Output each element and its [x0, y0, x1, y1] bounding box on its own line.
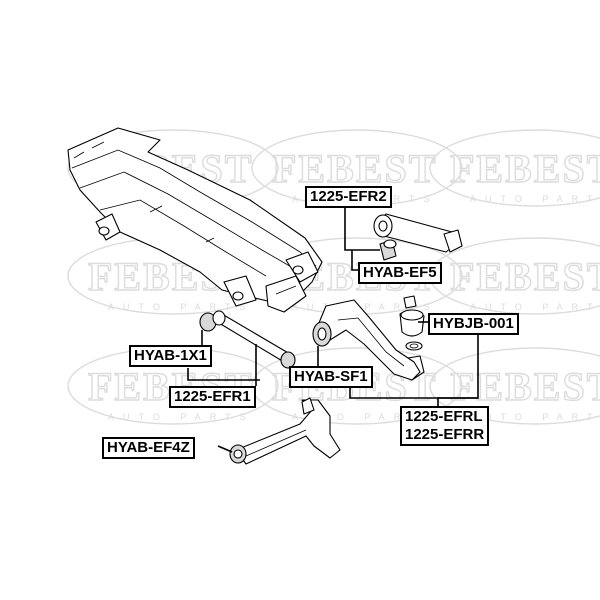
leader-lines [187, 206, 479, 453]
watermark-sub: AUTO PARTS [470, 302, 600, 312]
label-1225-efrl-efrr[interactable]: 1225-EFRL 1225-EFRR [400, 406, 490, 446]
label-hyab-1x1[interactable]: HYAB-1X1 [129, 345, 212, 367]
watermark-sub: AUTO PARTS [108, 412, 255, 422]
watermark: FEBEST AUTO PARTS [429, 129, 600, 207]
watermark-word: FEBEST [450, 146, 600, 191]
watermark-sub: AUTO PARTS [292, 412, 439, 422]
label-hyab-ef5[interactable]: HYAB-EF5 [358, 262, 442, 284]
label-1225-efr1[interactable]: 1225-EFR1 [169, 386, 256, 408]
label-hyab-ef4z[interactable]: HYAB-EF4Z [102, 437, 195, 459]
label-hybjb-001[interactable]: HYBJB-001 [428, 313, 519, 335]
lower-arm-part [312, 299, 421, 381]
label-1225-efrl: 1225-EFRL [405, 408, 483, 425]
subframe [67, 127, 323, 313]
rear-arm-part [229, 397, 341, 465]
label-1225-efrr: 1225-EFRR [405, 426, 485, 443]
label-1225-efr2[interactable]: 1225-EFR2 [305, 186, 392, 208]
watermark: FEBEST AUTO PARTS [429, 347, 600, 425]
watermark-word: FEBEST [272, 146, 437, 191]
watermark-sub: AUTO PARTS [108, 302, 255, 312]
watermark: FEBEST AUTO PARTS [429, 237, 600, 315]
watermark-sub: AUTO PARTS [470, 194, 600, 204]
rod-efr1-part [199, 310, 296, 369]
watermark-sub: AUTO PARTS [470, 412, 600, 422]
upper-link-efr2-part [373, 213, 463, 261]
watermark-word: FEBEST [450, 254, 600, 299]
watermark-word: FEBEST [450, 364, 600, 409]
label-hyab-sf1[interactable]: HYAB-SF1 [289, 366, 373, 388]
